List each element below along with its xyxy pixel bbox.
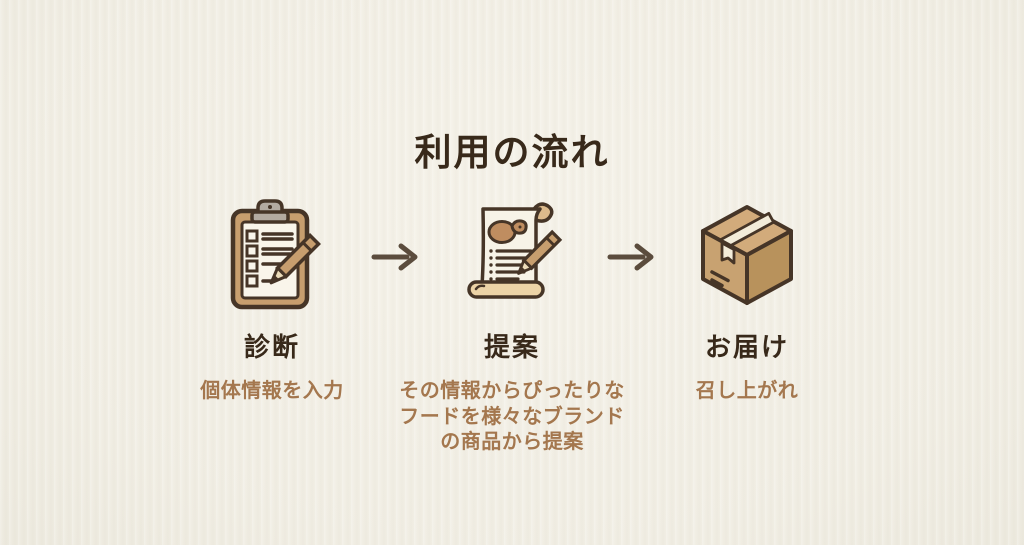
- page-title: 利用の流れ: [414, 131, 610, 174]
- step-title: お届け: [704, 333, 789, 363]
- step-proposal: 提案 その情報からぴったりな フードを様々なブランド の商品から提案: [362, 193, 662, 455]
- step-diagnosis: 診断 個体情報を入力: [147, 193, 397, 404]
- proposal-scroll-icon: [362, 193, 662, 317]
- right-arrow-icon: [371, 243, 418, 271]
- step-description: その情報からぴったりな フードを様々なブランド の商品から提案: [399, 378, 625, 454]
- clipboard-checklist-icon: [147, 193, 397, 317]
- step-description: 召し上がれ: [695, 378, 799, 402]
- step-delivery: お届け 召し上がれ: [622, 193, 872, 404]
- right-arrow-icon: [607, 243, 654, 271]
- step-title: 診断: [243, 333, 300, 363]
- step-title: 提案: [483, 333, 540, 363]
- step-description: 個体情報を入力: [200, 378, 344, 402]
- delivery-box-icon: [622, 193, 872, 317]
